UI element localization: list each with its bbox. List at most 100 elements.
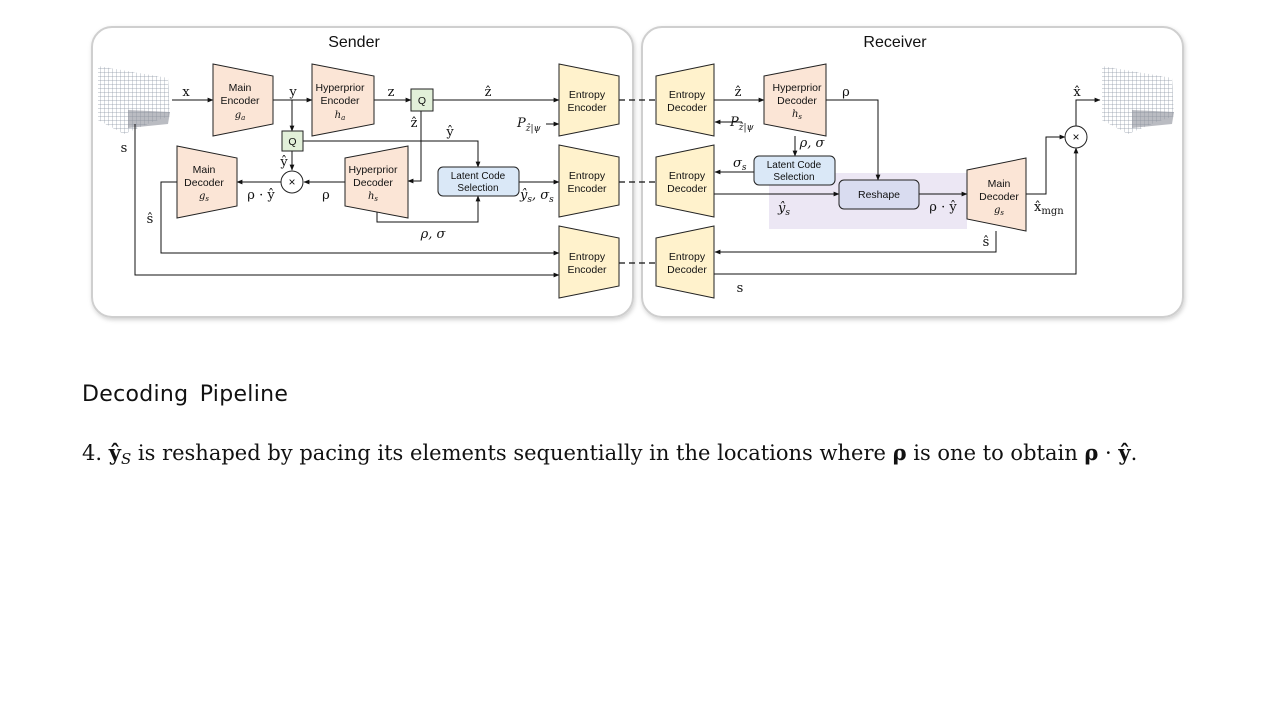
- hyperprior-decoder-receiver-block: Hyperprior Decoder hs: [763, 63, 827, 137]
- svg-text:Encoder: Encoder: [567, 264, 607, 276]
- main-decoder-sender-block: Main Decoder gs: [176, 145, 238, 219]
- slide-heading: Decoding Pipeline: [82, 382, 289, 407]
- output-point-cloud-image: [1102, 66, 1174, 134]
- svg-text:Selection: Selection: [457, 183, 498, 194]
- step-text-part2: is one to obtain: [906, 441, 1085, 465]
- label-rho-sender: ρ: [322, 188, 330, 203]
- label-rho-sigma-receiver: ρ, σ: [799, 136, 826, 151]
- main-decoder-receiver-block: Main Decoder gs: [966, 157, 1027, 232]
- svg-text:Entropy: Entropy: [569, 170, 606, 182]
- label-rho-y-hat-sender: ρ · ŷ: [247, 188, 275, 203]
- step-text-part1: is reshaped by pacing its elements seque…: [131, 441, 893, 465]
- label-s-receiver: s: [737, 281, 744, 296]
- label-y-hat-s-sigma-s: ŷs, σs: [519, 188, 554, 205]
- svg-text:Reshape: Reshape: [858, 189, 900, 201]
- input-point-cloud-image: [98, 66, 170, 134]
- multiply-sender-node: ×: [280, 170, 304, 194]
- svg-text:Decoder: Decoder: [667, 102, 707, 114]
- step-y-hat: ŷ: [1118, 440, 1131, 465]
- svg-text:Decoder: Decoder: [667, 183, 707, 195]
- label-y-hat-selection: ŷ: [445, 125, 454, 140]
- svg-text:Selection: Selection: [773, 172, 814, 183]
- entropy-encoder-2-block: Entropy Encoder: [558, 144, 620, 218]
- compression-diagram: Sender Receiver: [91, 26, 1184, 318]
- entropy-decoder-3-block: Entropy Decoder: [655, 225, 715, 299]
- step-symbol-subscript: S: [120, 450, 132, 468]
- svg-text:Hyperprior: Hyperprior: [315, 82, 365, 94]
- svg-text:Entropy: Entropy: [669, 251, 706, 263]
- label-p-z-receiver: Pẑ|ψ: [729, 115, 755, 133]
- label-z: z: [388, 85, 395, 100]
- svg-text:Decoder: Decoder: [979, 191, 1019, 203]
- svg-text:Hyperprior: Hyperprior: [772, 82, 822, 94]
- svg-text:ga: ga: [235, 110, 246, 122]
- label-z-hat-q: ẑ: [411, 116, 418, 131]
- svg-text:Q: Q: [288, 136, 296, 148]
- svg-text:Encoder: Encoder: [320, 95, 360, 107]
- entropy-encoder-3-block: Entropy Encoder: [558, 225, 620, 299]
- label-y-hat-q: ŷ: [279, 155, 288, 170]
- entropy-decoder-1-block: Entropy Decoder: [655, 63, 715, 137]
- latent-code-selection-sender-block: Latent Code Selection: [437, 166, 520, 197]
- svg-text:Entropy: Entropy: [569, 89, 606, 101]
- hyperprior-encoder-block: Hyperprior Encoder ha: [311, 63, 375, 137]
- svg-text:Encoder: Encoder: [220, 95, 260, 107]
- step-number: 4.: [82, 441, 103, 465]
- svg-text:Main: Main: [988, 178, 1011, 190]
- svg-text:hs: hs: [792, 109, 802, 121]
- step-end: .: [1130, 441, 1138, 465]
- step-symbol: ŷ: [108, 440, 121, 465]
- label-p-z-sender: Pẑ|ψ: [516, 116, 542, 134]
- reshape-block: Reshape: [838, 179, 920, 210]
- step-dot: ·: [1098, 441, 1119, 465]
- svg-text:Decoder: Decoder: [667, 264, 707, 276]
- hyperprior-decoder-sender-block: Hyperprior Decoder hs: [344, 145, 409, 219]
- label-z-hat-sender: ẑ: [485, 85, 492, 100]
- label-rho-y-hat-receiver: ρ · ŷ: [929, 200, 957, 215]
- svg-text:Main: Main: [229, 82, 252, 94]
- label-y-hat-s-receiver: ŷs: [777, 201, 790, 218]
- step-description: 4. ŷS is reshaped by pacing its elements…: [82, 440, 1138, 468]
- entropy-encoder-1-block: Entropy Encoder: [558, 63, 620, 137]
- svg-text:Latent Code: Latent Code: [767, 160, 822, 171]
- label-s-sender: s: [121, 141, 128, 156]
- svg-text:Decoder: Decoder: [184, 177, 224, 189]
- latent-code-selection-receiver-block: Latent Code Selection: [753, 155, 836, 186]
- svg-text:hs: hs: [368, 191, 378, 203]
- svg-text:ha: ha: [335, 110, 346, 122]
- label-s-hat-receiver: ŝ: [983, 235, 990, 250]
- svg-text:Encoder: Encoder: [567, 183, 607, 195]
- receiver-title: Receiver: [863, 34, 927, 51]
- sender-title: Sender: [328, 34, 380, 51]
- multiply-receiver-node: ×: [1064, 125, 1088, 149]
- label-rho-receiver: ρ: [842, 85, 850, 100]
- svg-text:Entropy: Entropy: [669, 89, 706, 101]
- svg-text:Decoder: Decoder: [353, 177, 393, 189]
- svg-text:Encoder: Encoder: [567, 102, 607, 114]
- label-y: y: [288, 85, 297, 100]
- step-rho-2: ρ: [1084, 440, 1099, 465]
- label-s-hat-sender: ŝ: [147, 212, 154, 227]
- svg-text:Q: Q: [418, 95, 426, 107]
- label-x: x: [182, 85, 190, 100]
- svg-text:Latent Code: Latent Code: [451, 171, 506, 182]
- label-z-hat-receiver: ẑ: [735, 85, 742, 100]
- svg-text:gs: gs: [199, 191, 209, 203]
- svg-text:Decoder: Decoder: [777, 95, 817, 107]
- label-sigma-s-receiver: σs: [733, 156, 747, 173]
- svg-text:gs: gs: [994, 205, 1004, 217]
- svg-text:×: ×: [1072, 130, 1079, 144]
- main-encoder-block: Main Encoder ga: [212, 63, 274, 137]
- svg-text:Hyperprior: Hyperprior: [348, 164, 398, 176]
- quantizer-y-block: Q: [281, 130, 304, 152]
- step-rho: ρ: [892, 440, 907, 465]
- label-x-hat-mgn: x̂mgn: [1034, 200, 1064, 217]
- label-x-hat: x̂: [1073, 85, 1081, 100]
- label-rho-sigma-sender: ρ, σ: [420, 227, 447, 242]
- svg-text:Entropy: Entropy: [669, 170, 706, 182]
- entropy-decoder-2-block: Entropy Decoder: [655, 144, 715, 218]
- quantizer-z-block: Q: [410, 88, 434, 112]
- svg-text:Entropy: Entropy: [569, 251, 606, 263]
- svg-text:×: ×: [288, 175, 295, 189]
- svg-text:Main: Main: [193, 164, 216, 176]
